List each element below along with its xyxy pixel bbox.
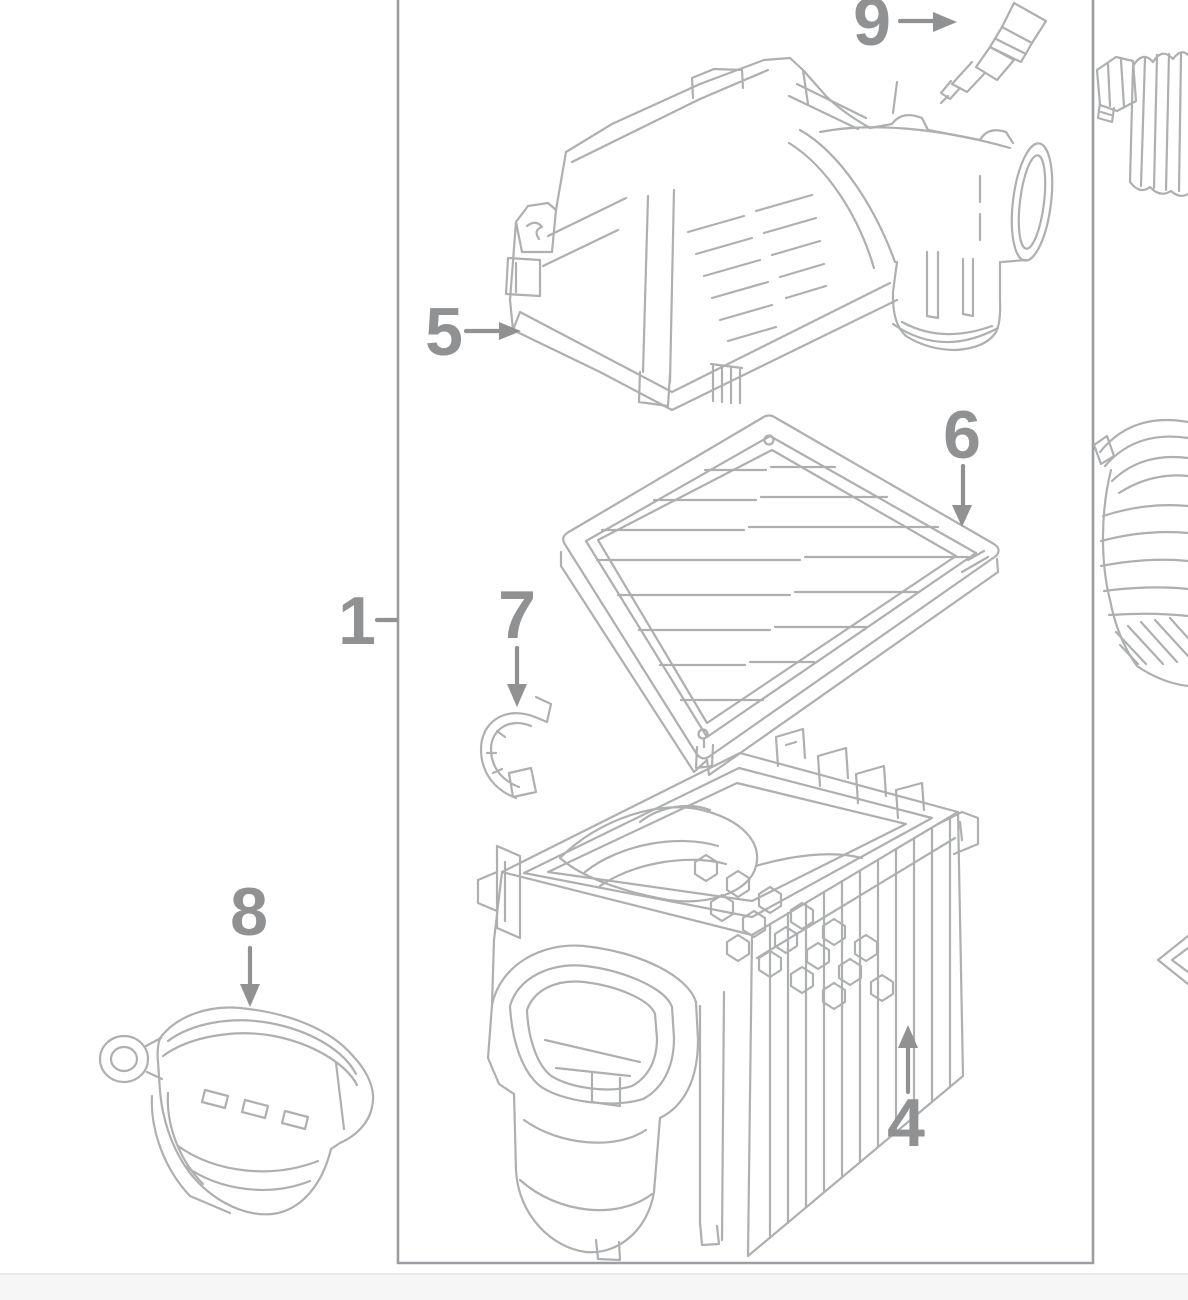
- assembly-group-box: [396, 0, 1095, 1265]
- air-cleaner-cover-drawing: [504, 56, 1054, 412]
- filter-pin-top: [763, 434, 775, 446]
- flex-duct-and-clamp-drawing: [1095, 51, 1188, 198]
- callout-6-arrowhead: [952, 505, 972, 527]
- housing-interior-moldings: [558, 804, 864, 903]
- cover-outline: [508, 56, 1028, 412]
- filter-pin-bottom: [697, 728, 709, 740]
- callout-1[interactable]: 1: [338, 583, 399, 659]
- callout-6-label[interactable]: 6: [943, 397, 981, 473]
- housing-ribbed-wall: [746, 810, 965, 1258]
- callout-8-label[interactable]: 8: [230, 874, 268, 950]
- callout-9-label[interactable]: 9: [853, 0, 891, 60]
- callout-6[interactable]: 6: [943, 397, 981, 527]
- boot-outline: [1092, 418, 1188, 688]
- footer-strip: [0, 1273, 1188, 1300]
- corner-part-fragment-drawing: [1156, 934, 1188, 986]
- housing-honeycomb: [693, 853, 895, 1011]
- air-duct-boot-drawing: [1092, 418, 1188, 688]
- callout-5-label[interactable]: 5: [425, 294, 463, 370]
- flex-duct-clamp: [1095, 55, 1138, 124]
- callout-4-arrowhead: [898, 1025, 918, 1048]
- callout-8[interactable]: 8: [230, 874, 268, 1007]
- housing-intake-mouth: [486, 870, 726, 1262]
- sensor-outline: [939, 1, 1048, 105]
- cover-outlet-opening-outer: [1010, 142, 1054, 262]
- corner-fragment-outline: [1156, 934, 1188, 986]
- duct-eyelet-inner: [109, 1045, 139, 1073]
- cover-outlet-opening-inner: [1017, 154, 1047, 250]
- callout-1-label[interactable]: 1: [338, 583, 376, 659]
- air-intake-duct-drawing: [98, 1006, 375, 1216]
- cover-details: [504, 67, 1012, 408]
- callout-7-arrowhead: [507, 684, 527, 707]
- callout-7[interactable]: 7: [498, 577, 536, 707]
- flex-duct-bellows: [1128, 51, 1188, 198]
- callout-9[interactable]: 9: [853, 0, 957, 60]
- housing-brackets: [476, 727, 980, 940]
- cover-vent-ribs: [686, 193, 828, 343]
- callout-4[interactable]: 4: [887, 1025, 925, 1161]
- clip-outline: [479, 695, 553, 800]
- retaining-clip-drawing: [479, 695, 553, 800]
- air-cleaner-lower-housing-drawing: [476, 727, 980, 1262]
- duct-eyelet-outer: [98, 1034, 150, 1084]
- callout-8-arrowhead: [240, 984, 260, 1007]
- group-box-border: [396, 0, 1095, 1265]
- duct-outline: [144, 1006, 375, 1216]
- boot-hatching: [1114, 616, 1188, 666]
- intake-air-sensor-drawing: [939, 1, 1048, 105]
- air-filter-element-drawing: [559, 414, 1000, 777]
- callout-5-arrowhead: [499, 322, 521, 340]
- footer-strip-band: [0, 1275, 1188, 1300]
- callout-4-label[interactable]: 4: [887, 1085, 925, 1161]
- housing-rim: [500, 751, 960, 960]
- duct-details: [150, 1019, 359, 1215]
- callout-9-arrowhead: [933, 12, 957, 32]
- filter-pleats: [595, 465, 970, 702]
- callout-5[interactable]: 5: [425, 294, 521, 370]
- callout-7-label[interactable]: 7: [498, 577, 536, 653]
